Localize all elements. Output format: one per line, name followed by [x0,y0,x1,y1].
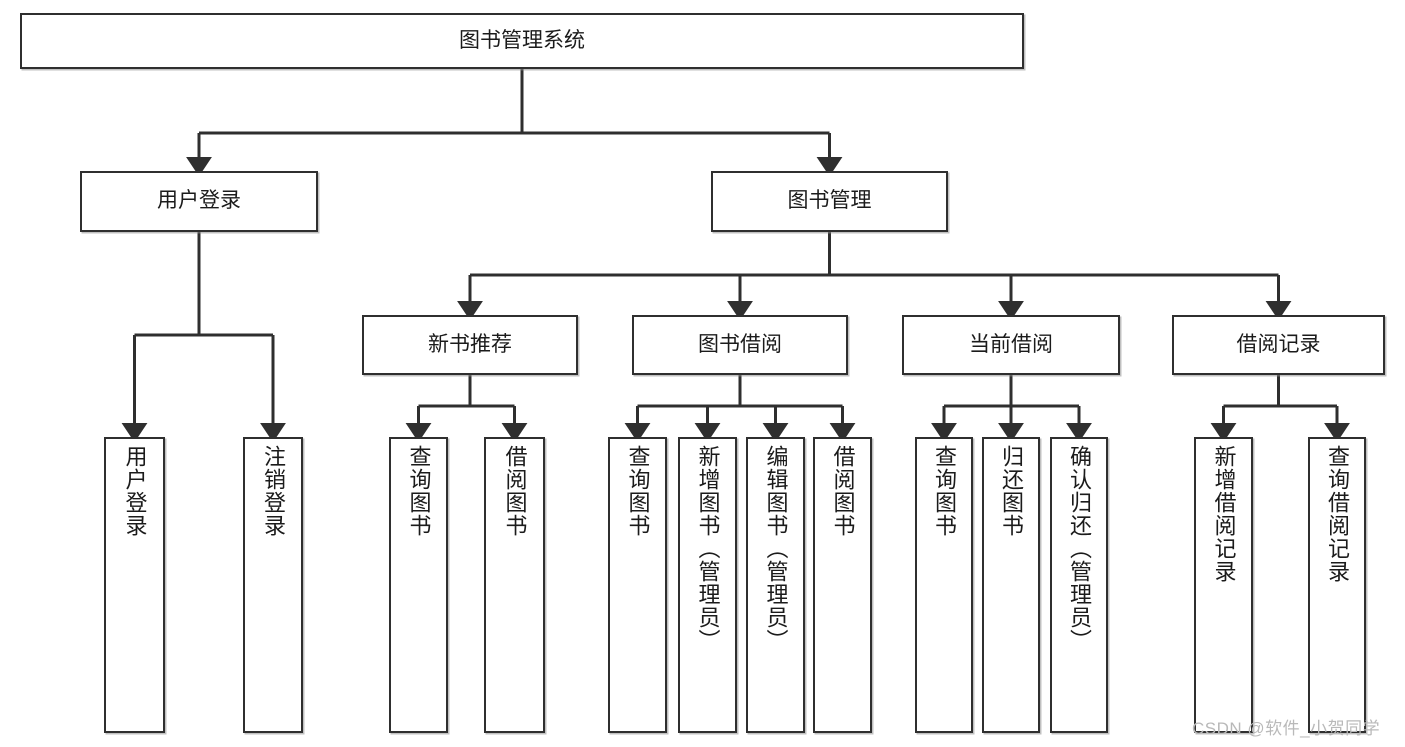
node-label: 借阅图书 [830,445,856,537]
branch-node-new-book-rec: 新书推荐 [362,315,578,375]
leaf-node-leaf-confirm-return: 确认归还（管理员） [1050,437,1108,733]
node-label: 注销登录 [261,445,286,537]
leaf-node-leaf-user-login: 用户登录 [104,437,165,733]
leaf-node-leaf-edit-book: 编辑图书（管理员） [746,437,805,733]
leaf-node-leaf-borrow-book-rec: 借阅图书 [484,437,545,733]
leaf-node-leaf-query-book-current: 查询图书 [915,437,973,733]
branch-node-user-login: 用户登录 [80,171,318,232]
node-label: 查询图书 [625,445,651,537]
node-label: 用户登录 [122,445,148,537]
leaf-node-leaf-user-logout: 注销登录 [243,437,303,733]
node-label: 用户登录 [157,189,241,213]
root-node-root: 图书管理系统 [20,13,1024,69]
branch-node-borrow-record: 借阅记录 [1172,315,1385,375]
leaf-node-leaf-query-book-borrow: 查询图书 [608,437,667,733]
node-label: 查询借阅记录 [1325,445,1350,583]
leaf-node-leaf-add-borrow-record: 新增借阅记录 [1194,437,1253,733]
leaf-node-leaf-return-book: 归还图书 [982,437,1040,733]
node-label: 查询图书 [932,445,957,537]
node-label: 编辑图书（管理员） [763,445,789,652]
leaf-node-leaf-add-book: 新增图书（管理员） [678,437,737,733]
node-label: 借阅图书 [502,445,528,537]
node-label: 当前借阅 [969,332,1053,356]
branch-node-book-borrow: 图书借阅 [632,315,848,375]
branch-node-current-borrow: 当前借阅 [902,315,1120,375]
leaf-node-leaf-borrow-book: 借阅图书 [813,437,872,733]
node-label: 查询图书 [406,445,432,537]
node-label: 新增图书（管理员） [695,445,721,652]
node-label: 借阅记录 [1236,332,1321,356]
node-label: 图书借阅 [698,332,782,356]
branch-node-book-manage: 图书管理 [711,171,948,232]
leaf-node-leaf-query-book-rec: 查询图书 [389,437,448,733]
node-label: 图书管理 [787,189,872,213]
leaf-node-leaf-query-borrow-record: 查询借阅记录 [1308,437,1366,733]
node-label: 新增借阅记录 [1211,445,1237,583]
node-label: 归还图书 [999,445,1024,537]
node-label: 新书推荐 [428,332,512,356]
node-label: 图书管理系统 [459,28,585,52]
node-label: 确认归还（管理员） [1067,445,1092,652]
